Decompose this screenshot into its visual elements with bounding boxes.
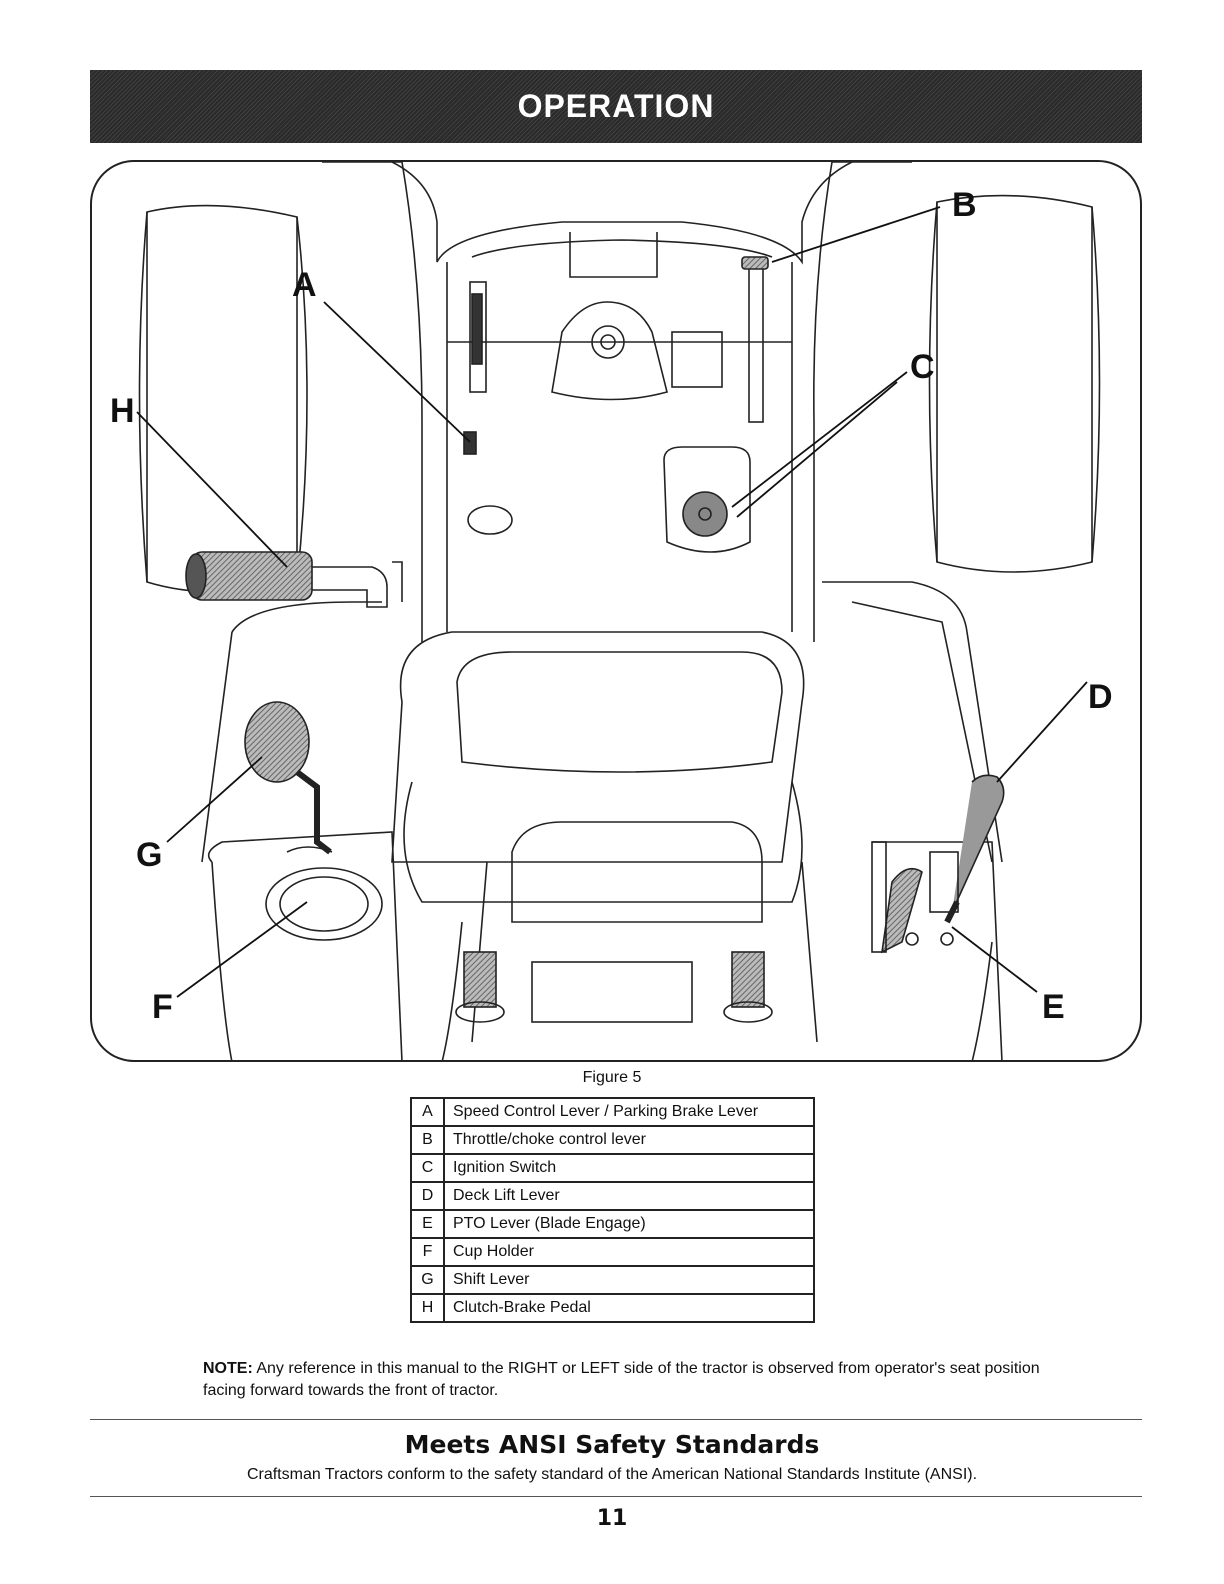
left-fender [201,601,403,1060]
legend-label: PTO Lever (Blade Engage) [443,1209,815,1239]
legend-key: A [410,1097,445,1127]
legend-key: E [410,1209,445,1239]
tractor-hood [322,162,912,642]
left-tire [138,204,308,593]
section-title: OPERATION [517,88,715,124]
callout-b: B [952,186,977,224]
callout-h: H [110,392,135,430]
legend-label: Speed Control Lever / Parking Brake Leve… [443,1097,815,1127]
legend-key: F [410,1237,445,1267]
note-label: NOTE: [203,1360,253,1377]
figure-tractor-controls: A B C D E F G H [90,160,1142,1062]
legend-key: G [410,1265,445,1295]
legend-label: Deck Lift Lever [443,1181,815,1211]
legend-key: B [410,1125,445,1155]
dashboard [467,261,764,535]
throttle-lever [741,256,769,270]
page-number: 11 [596,1506,628,1531]
legend-label: Clutch-Brake Pedal [443,1293,815,1323]
figure-caption: Figure 5 [582,1069,642,1086]
section-banner: OPERATION [90,70,1142,143]
callout-e: E [1042,988,1065,1026]
note-paragraph: NOTE: Any reference in this manual to th… [203,1358,1043,1402]
callout-c: C [910,348,935,386]
legend-key: C [410,1153,445,1183]
pto-lever [871,841,959,954]
callout-g: G [136,836,163,874]
callout-f: F [152,988,173,1026]
ansi-statement: Craftsman Tractors conform to the safety… [246,1466,978,1483]
callout-a: A [292,266,317,304]
legend-label: Ignition Switch [443,1153,815,1183]
legend-label: Shift Lever [443,1265,815,1295]
legend-label: Cup Holder [443,1237,815,1267]
divider-top [90,1419,1142,1420]
legend-key: D [410,1181,445,1211]
callout-lines [136,206,1088,998]
legend-key: H [410,1293,445,1323]
right-tire [928,194,1101,573]
tractor-line-drawing [136,162,1101,1060]
speed-control-lever [463,281,487,455]
seat-springs [455,951,773,1023]
divider-bottom [90,1496,1142,1497]
clutch-brake-pedal [185,551,403,608]
shift-lever [244,701,333,855]
legend-label: Throttle/choke control lever [443,1125,815,1155]
ansi-heading: Meets ANSI Safety Standards [404,1430,820,1459]
note-text: Any reference in this manual to the RIGH… [203,1360,1040,1399]
callout-d: D [1088,678,1113,716]
ignition-switch [663,446,751,553]
